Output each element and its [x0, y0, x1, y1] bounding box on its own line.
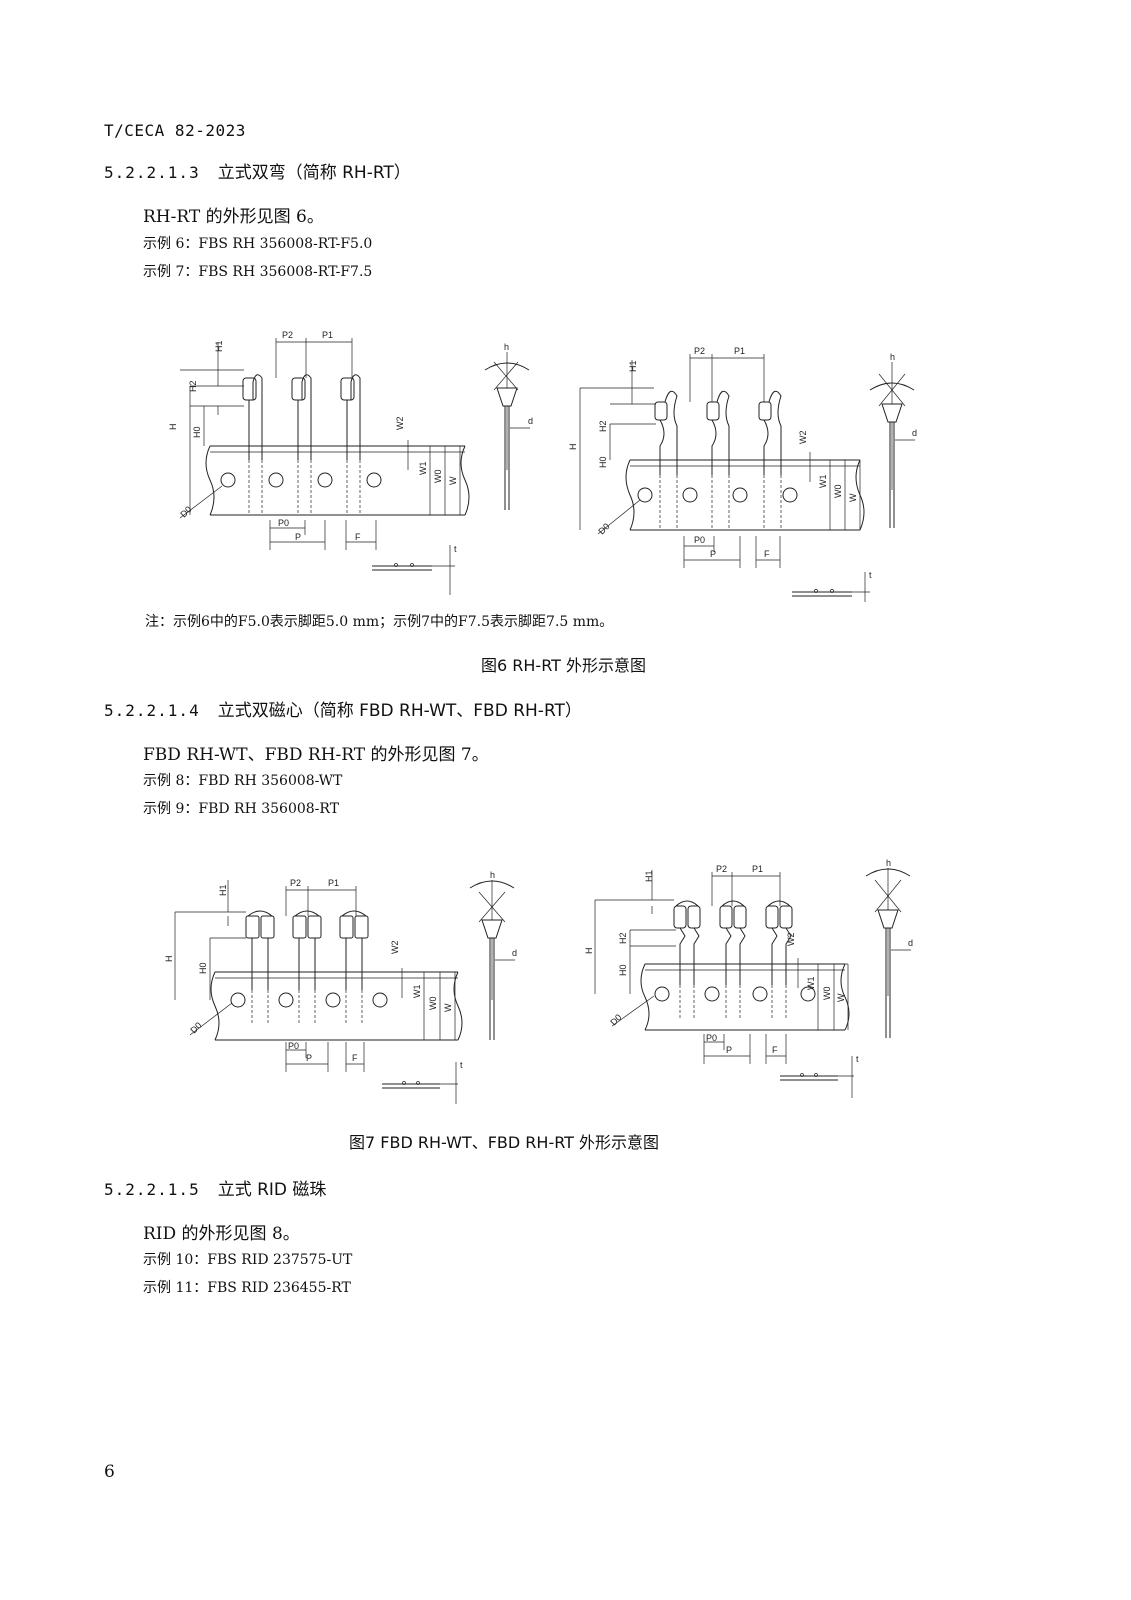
dim-label-h: H — [584, 948, 594, 955]
dim-label-h-angle: h — [504, 342, 509, 352]
section-heading-5-2-2-1-4: 5.2.2.1.4 立式双磁心（简称 FBD RH-WT、FBD RH-RT） — [104, 696, 582, 721]
dim-label-f: F — [352, 1053, 358, 1063]
figure-7-caption: 图7 FBD RH-WT、FBD RH-RT 外形示意图 — [349, 1133, 660, 1152]
figure-6-right-view: H1 H2 H H0 P2 P1 W2 W1 W0 W D0 P0 P F h … — [568, 346, 917, 602]
dim-label-w2: W2 — [786, 933, 796, 947]
dim-label-p: P — [295, 532, 301, 542]
dim-label-d: d — [512, 948, 517, 958]
dim-label-h2: H2 — [618, 932, 628, 944]
section-heading-5-2-2-1-5: 5.2.2.1.5 立式 RID 磁珠 — [104, 1175, 326, 1200]
dim-label-p2: P2 — [282, 330, 293, 340]
dim-label-h: H — [568, 444, 578, 451]
dim-label-d0: D0 — [608, 1012, 623, 1027]
section-number: 5.2.2.1.4 — [104, 701, 200, 720]
example-11: 示例 11：FBS RID 236455-RT — [143, 1280, 351, 1296]
dim-label-p2: P2 — [694, 346, 705, 356]
dim-label-h: H — [168, 424, 178, 431]
dim-label-t: t — [869, 570, 872, 580]
dim-label-p1: P1 — [328, 878, 339, 888]
example-6: 示例 6：FBS RH 356008-RT-F5.0 — [143, 236, 373, 252]
dim-label-w1: W1 — [412, 985, 422, 999]
dim-label-w1: W1 — [818, 475, 828, 489]
dim-label-w: W — [443, 1003, 453, 1012]
dim-label-h1: H1 — [644, 870, 654, 882]
example-8: 示例 8：FBD RH 356008-WT — [143, 773, 343, 789]
dim-label-f: F — [764, 549, 770, 559]
dim-label-h1: H1 — [214, 340, 224, 352]
section-heading-5-2-2-1-3: 5.2.2.1.3 立式双弯（简称 RH-RT） — [104, 158, 411, 183]
dim-label-p2: P2 — [716, 864, 727, 874]
dim-label-d: d — [528, 416, 533, 426]
dim-label-h0: H0 — [618, 964, 628, 976]
dim-label-h1: H1 — [218, 884, 228, 896]
dim-label-p0: P0 — [288, 1041, 299, 1051]
section-title: 立式双磁心（简称 FBD RH-WT、FBD RH-RT） — [217, 701, 582, 721]
dim-label-p: P — [710, 549, 716, 559]
dim-label-p0: P0 — [278, 518, 289, 528]
dim-label-d0: D0 — [188, 1020, 203, 1035]
figure-6-left-view: H1 H2 H H0 P2 P1 W2 W1 W0 W D0 P0 P F h … — [168, 330, 533, 595]
dim-label-p: P — [306, 1053, 312, 1063]
dim-label-d: d — [908, 938, 913, 948]
dim-label-w1: W1 — [806, 977, 816, 991]
dim-label-h2: H2 — [598, 420, 608, 432]
dim-label-p0: P0 — [706, 1033, 717, 1043]
dim-label-p0: P0 — [694, 535, 705, 545]
dim-label-w2: W2 — [798, 431, 808, 445]
dim-label-p: P — [726, 1045, 732, 1055]
dim-label-h0: H0 — [598, 456, 608, 468]
dim-label-p1: P1 — [752, 864, 763, 874]
dim-label-h-angle: h — [890, 352, 895, 362]
dim-label-p2: P2 — [290, 878, 301, 888]
figure-6-drawing: H1 H2 H H0 P2 P1 W2 W1 W0 W D0 P0 P F h … — [168, 330, 917, 602]
figure-6-note: 注：示例6中的F5.0表示脚距5.0 mm；示例7中的F7.5表示脚距7.5 m… — [145, 614, 614, 630]
dim-label-w1: W1 — [418, 462, 428, 476]
dim-label-p1: P1 — [734, 346, 745, 356]
figure-7-drawing: H1 H H0 P2 P1 W2 W1 W0 W D0 P0 P F h d t — [164, 858, 913, 1104]
dim-label-w: W — [836, 993, 846, 1002]
example-7: 示例 7：FBS RH 356008-RT-F7.5 — [143, 264, 373, 280]
dim-label-t: t — [454, 544, 457, 554]
section-paragraph: RH-RT 的外形见图 6。 — [143, 207, 324, 227]
dim-label-w0: W0 — [433, 470, 443, 484]
dim-label-t: t — [856, 1054, 859, 1064]
dim-label-w: W — [848, 493, 858, 502]
standard-number: T/CECA 82-2023 — [104, 121, 246, 140]
dim-label-h2: H2 — [188, 380, 198, 392]
section-paragraph: FBD RH-WT、FBD RH-RT 的外形见图 7。 — [143, 745, 489, 765]
dim-label-h: H — [164, 956, 174, 963]
dim-label-w0: W0 — [822, 987, 832, 1001]
dim-label-h-angle: h — [490, 870, 495, 880]
dim-label-f: F — [772, 1045, 778, 1055]
dim-label-t: t — [460, 1060, 463, 1070]
dim-label-w0: W0 — [833, 485, 843, 499]
dim-label-h-angle: h — [886, 858, 891, 868]
dim-label-d: d — [912, 428, 917, 438]
dim-label-p1: P1 — [322, 330, 333, 340]
dim-label-w: W — [448, 476, 458, 485]
dim-label-h0: H0 — [198, 962, 208, 974]
section-paragraph: RID 的外形见图 8。 — [143, 1224, 300, 1244]
figure-7-left-view: H1 H H0 P2 P1 W2 W1 W0 W D0 P0 P F h d t — [164, 870, 517, 1104]
dim-label-f: F — [355, 532, 361, 542]
dim-label-h0: H0 — [192, 426, 202, 438]
example-9: 示例 9：FBD RH 356008-RT — [143, 801, 340, 817]
dim-label-d0: D0 — [596, 521, 611, 536]
dim-label-w2: W2 — [390, 941, 400, 955]
section-title: 立式双弯（简称 RH-RT） — [217, 163, 411, 183]
section-title: 立式 RID 磁珠 — [217, 1180, 327, 1200]
section-number: 5.2.2.1.3 — [104, 163, 200, 182]
figure-6-caption: 图6 RH-RT 外形示意图 — [481, 656, 647, 675]
figure-7-right-view: H1 H2 H H0 P2 P1 W2 W1 W0 W D0 P0 P F h … — [584, 858, 913, 1098]
dim-label-h1: H1 — [628, 360, 638, 372]
page-number: 6 — [104, 1462, 115, 1482]
dim-label-w0: W0 — [428, 997, 438, 1011]
example-10: 示例 10：FBS RID 237575-UT — [143, 1252, 353, 1268]
dim-label-w2: W2 — [395, 417, 405, 431]
section-number: 5.2.2.1.5 — [104, 1180, 200, 1199]
